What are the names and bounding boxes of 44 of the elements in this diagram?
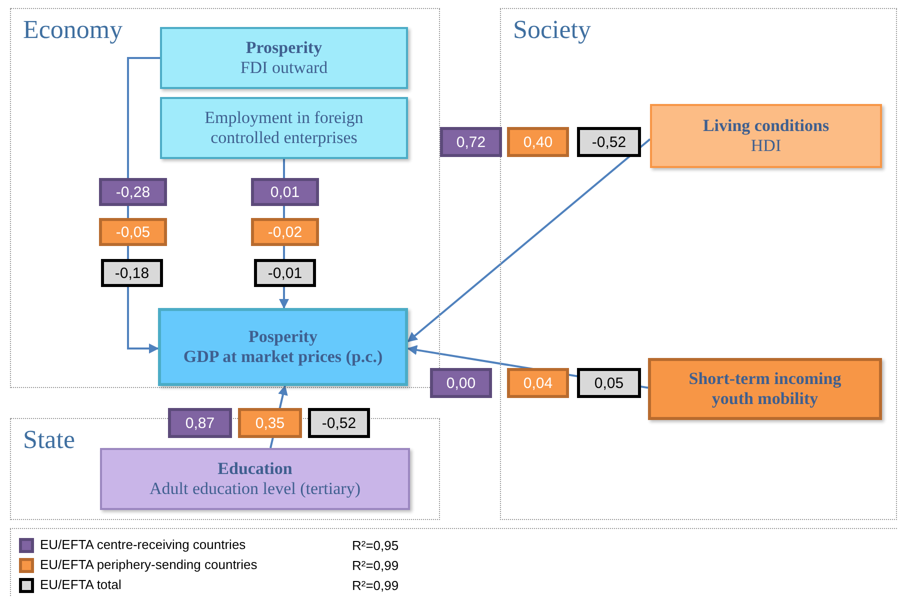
coefficient-value: 0,87 bbox=[168, 408, 232, 438]
coefficient-value: -0,52 bbox=[577, 127, 641, 157]
box-text: FDI outward bbox=[239, 58, 329, 78]
indicator-box bbox=[160, 97, 408, 159]
indicator-box bbox=[648, 358, 882, 420]
coefficient-value: -0,01 bbox=[254, 259, 316, 287]
panel-title: Economy bbox=[23, 15, 123, 45]
coefficient-value: -0,02 bbox=[251, 218, 319, 246]
box-heading: Living conditions bbox=[702, 116, 830, 136]
legend-label: EU/EFTA periphery-sending countries bbox=[40, 557, 258, 572]
state-panel bbox=[10, 418, 440, 520]
coefficient-value: 0,40 bbox=[507, 127, 569, 157]
panel-title: Society bbox=[513, 15, 591, 45]
indicator-box bbox=[160, 27, 408, 89]
box-heading: Posperity bbox=[248, 326, 318, 347]
arrow bbox=[407, 138, 651, 342]
outcome-box bbox=[158, 308, 408, 386]
panel-title: State bbox=[23, 425, 75, 455]
coefficient-value: -0,52 bbox=[308, 408, 370, 438]
society-panel bbox=[500, 8, 897, 520]
box-text: GDP at market prices (p.c.) bbox=[182, 347, 384, 368]
coefficient-value: 0,00 bbox=[430, 368, 492, 398]
r-squared-value: R²=0,99 bbox=[352, 558, 399, 573]
coefficient-value: 0,05 bbox=[577, 368, 641, 398]
coefficient-value: -0,18 bbox=[101, 259, 163, 287]
box-text: Short-term incoming youth mobility bbox=[688, 368, 842, 410]
box-heading: Prosperity bbox=[244, 38, 324, 58]
legend-label: EU/EFTA total bbox=[40, 577, 122, 592]
coefficient-value: -0,28 bbox=[99, 178, 167, 206]
economy-panel bbox=[10, 8, 440, 388]
box-text: HDI bbox=[750, 136, 782, 156]
coefficient-value: -0,05 bbox=[99, 218, 167, 246]
indicator-box bbox=[650, 104, 882, 168]
r-squared-value: R²=0,99 bbox=[352, 578, 399, 593]
indicator-box bbox=[100, 448, 410, 510]
box-heading: Education bbox=[216, 458, 294, 479]
r-squared-value: R²=0,95 bbox=[352, 538, 399, 553]
coefficient-value: 0,04 bbox=[507, 368, 569, 398]
legend-label: EU/EFTA centre-receiving countries bbox=[40, 537, 246, 552]
box-text: Employment in foreign controlled enterprises bbox=[204, 108, 364, 148]
coefficient-value: 0,72 bbox=[440, 127, 502, 157]
coefficient-value: 0,01 bbox=[251, 178, 319, 206]
box-text: Adult education level (tertiary) bbox=[148, 479, 362, 500]
coefficient-value: 0,35 bbox=[238, 408, 302, 438]
